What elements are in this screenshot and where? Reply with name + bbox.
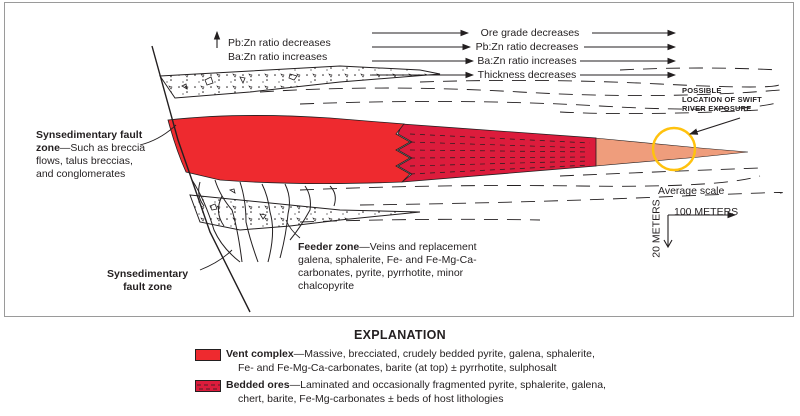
- fault-line: [151, 45, 251, 313]
- lower-breccia-wedge: [189, 194, 421, 231]
- breccia-clasts-upper: [181, 73, 298, 90]
- swift-river-highlight-circle: [651, 126, 697, 172]
- vent-complex-swatch: [195, 349, 221, 361]
- vent-complex-description: Vent complex—Massive, brecciated, crudel…: [226, 348, 595, 374]
- trend-pbzn-upward: Pb:Zn ratio decreases: [228, 37, 331, 49]
- trend-arrows: [213, 29, 677, 79]
- breccia-clasts-lower: [209, 188, 267, 220]
- trend-thickness: Thickness decreases: [477, 69, 577, 81]
- upper-breccia-wedge: [159, 65, 441, 99]
- scale-bars: [663, 211, 737, 249]
- trend-pbzn-lateral: Pb:Zn ratio decreases: [475, 41, 579, 53]
- upper-fault-zone-label: Synsedimentary fault zone—Such as brecci…: [36, 129, 146, 180]
- bedded-ores-description: Bedded ores—Laminated and occasionally f…: [226, 379, 606, 405]
- explanation-title: EXPLANATION: [354, 328, 446, 342]
- vent-complex: [167, 115, 411, 184]
- callout-arrow: [688, 117, 741, 135]
- deposit-cross-section: [139, 29, 783, 313]
- leader-lines: [139, 124, 301, 271]
- callout-label: POSSIBLE LOCATION OF SWIFT RIVER EXPOSUR…: [682, 86, 762, 113]
- diagram-frame: [4, 2, 794, 317]
- bedded-ore-laminations: [409, 133, 591, 175]
- distal-ore-tip: [594, 137, 749, 167]
- scale-title: Average scale: [658, 185, 725, 197]
- trend-ore-grade: Ore grade decreases: [480, 27, 580, 39]
- feeder-zone-label: Feeder zone—Veins and replacement galena…: [298, 241, 477, 292]
- trend-bazn-lateral: Ba:Zn ratio increases: [477, 55, 577, 67]
- scale-vertical-label: 20 METERS: [650, 199, 663, 258]
- bedded-ores-swatch: [195, 380, 221, 392]
- feeder-veins: [191, 179, 336, 263]
- bedded-ore-zone: [397, 123, 597, 183]
- scale-horizontal-label: 100 METERS: [674, 206, 739, 218]
- lower-fault-zone-label: Synsedimentary fault zone: [107, 268, 189, 293]
- trend-bazn-upward: Ba:Zn ratio increases: [228, 51, 328, 63]
